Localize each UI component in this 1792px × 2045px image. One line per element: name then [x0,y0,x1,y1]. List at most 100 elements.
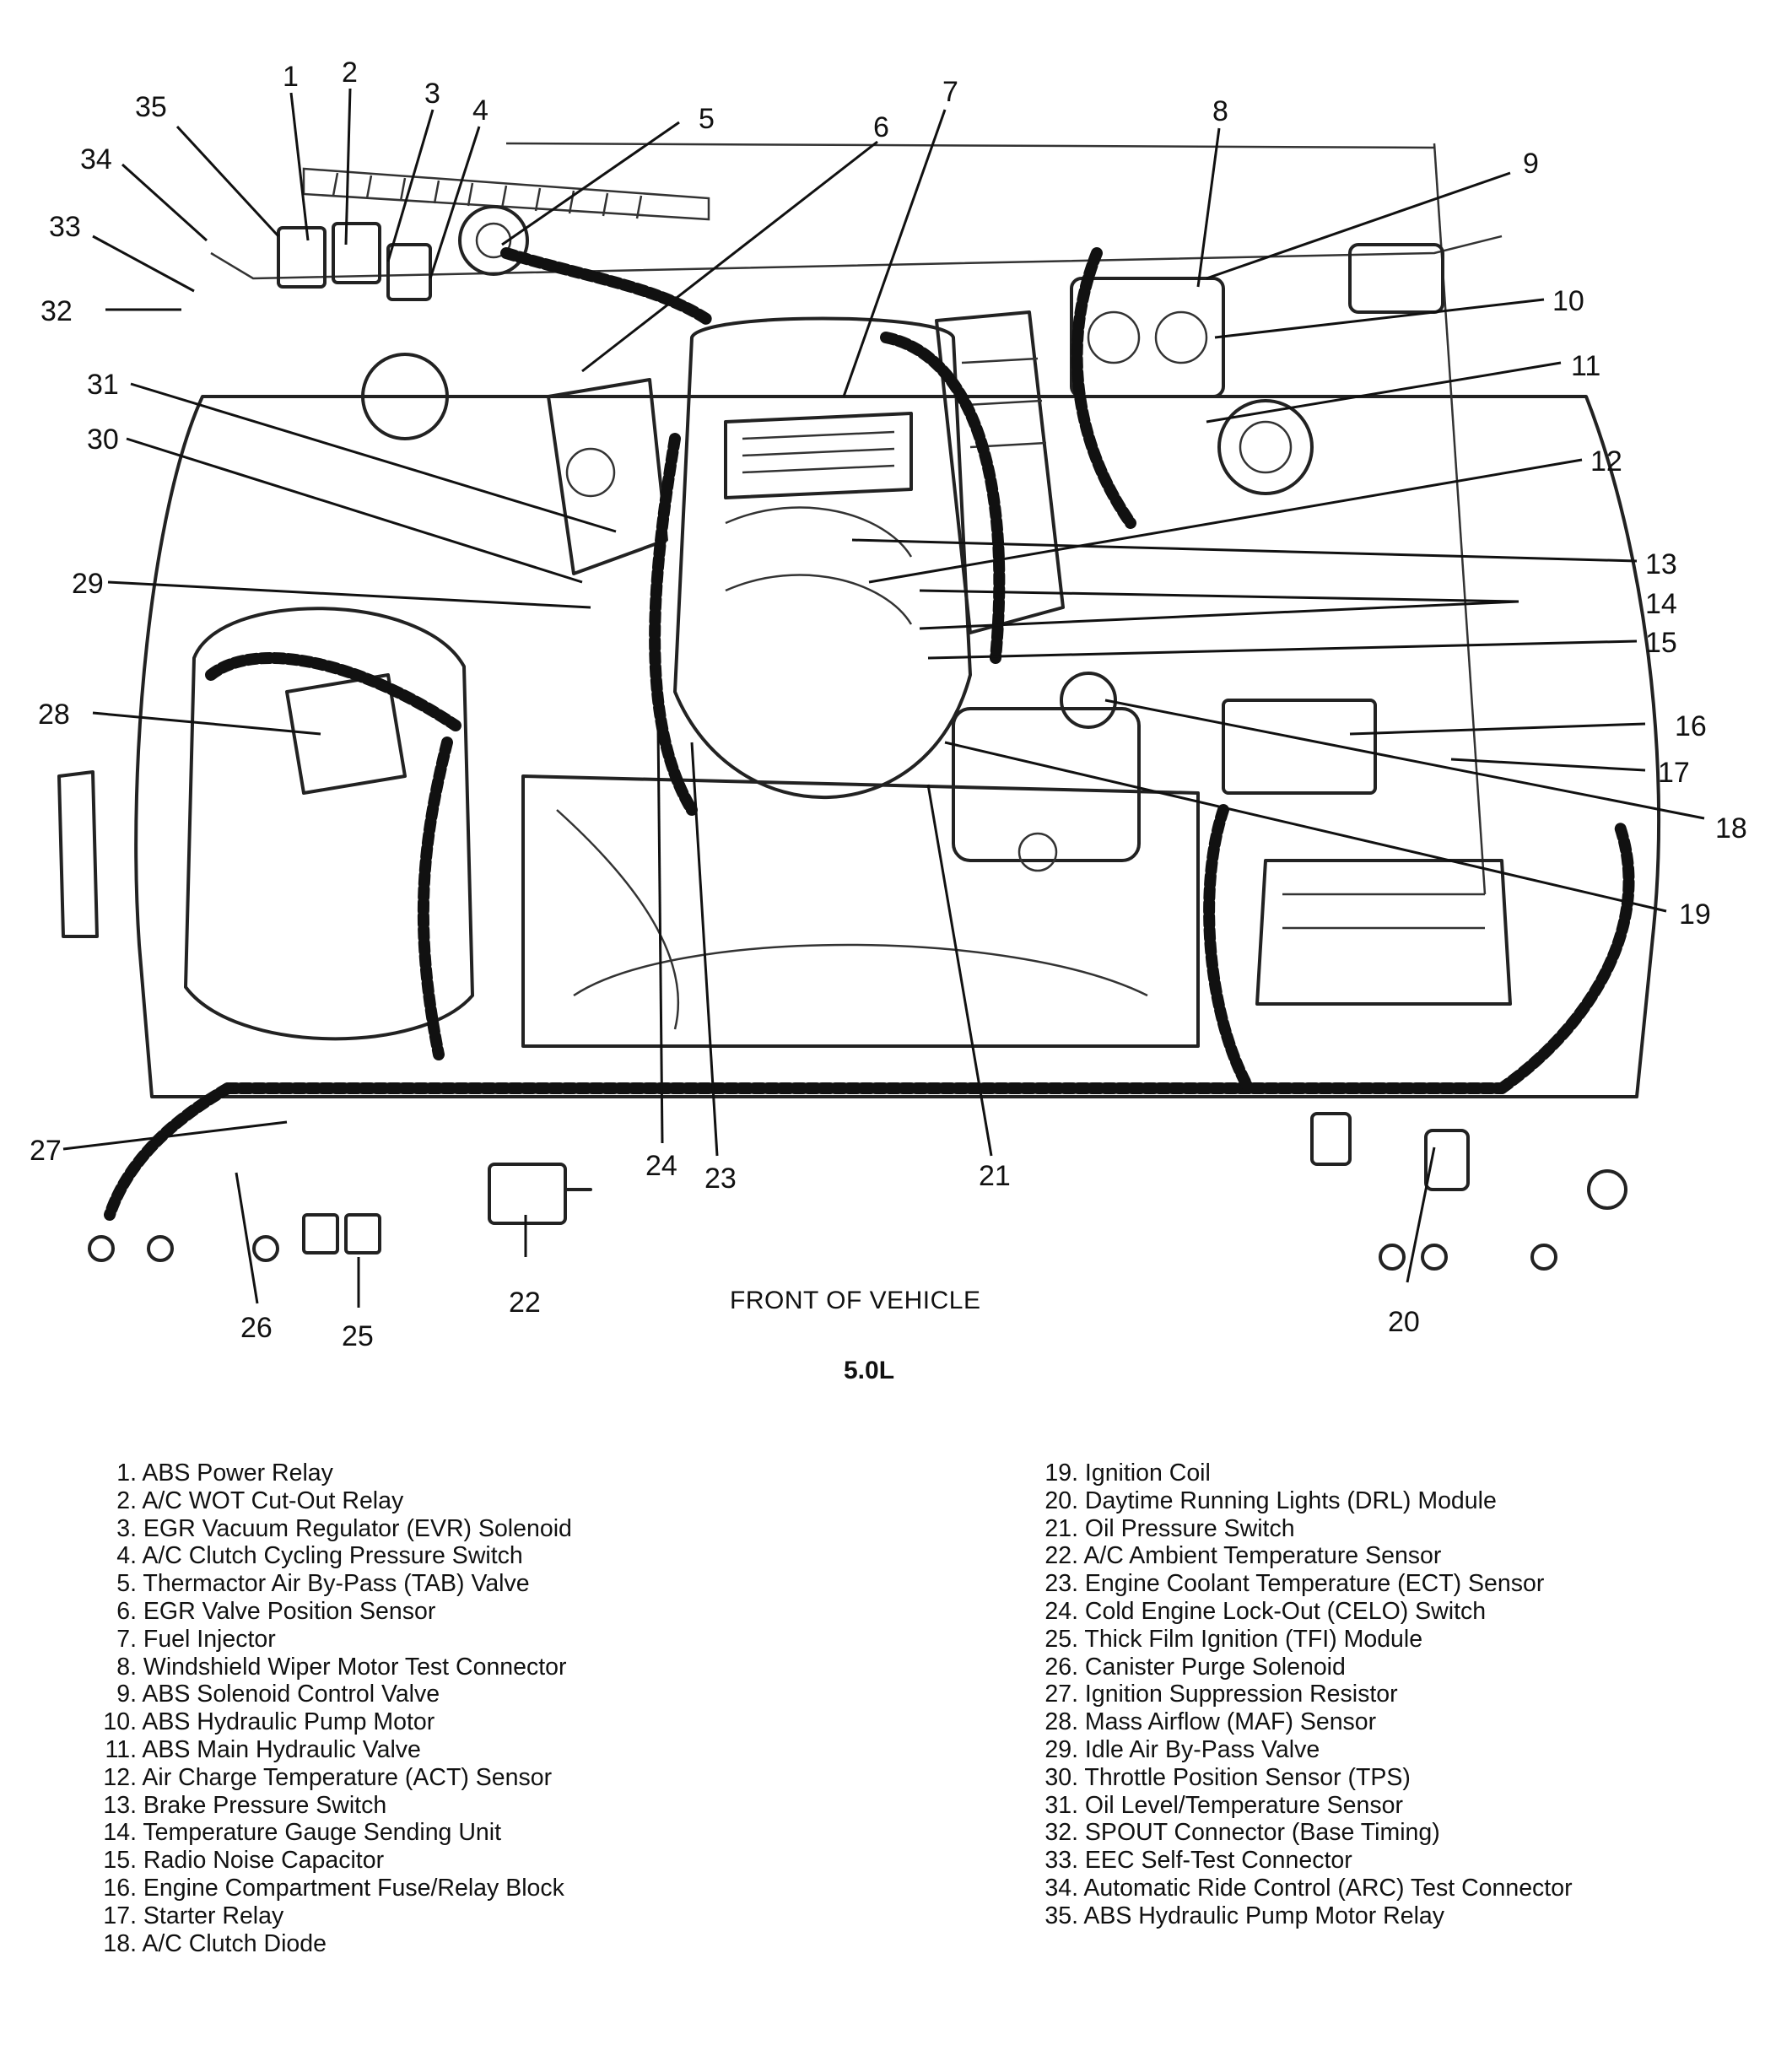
legend-item: 2. A/C WOT Cut-Out Relay [101,1487,572,1515]
callout-34: 34 [80,143,112,175]
legend-item: 16. Engine Compartment Fuse/Relay Block [101,1875,572,1902]
legend-item: 8. Windshield Wiper Motor Test Connector [101,1654,572,1681]
engine-compartment-diagram: 1 2 3 4 5 6 7 8 9 10 11 12 13 14 15 16 1… [30,57,1747,1352]
callout-7: 7 [942,76,958,108]
legend-item: 35. ABS Hydraulic Pump Motor Relay [1043,1902,1573,1930]
legend-item-label: Windshield Wiper Motor Test Connector [143,1653,567,1681]
legend-item-number: 21. [1044,1514,1078,1542]
legend-right-column: 19. Ignition Coil 20. Daytime Running Li… [1043,1460,1573,1930]
legend-item: 26. Canister Purge Solenoid [1043,1654,1573,1681]
legend-item-label: SPOUT Connector (Base Timing) [1084,1819,1440,1847]
legend-item: 20. Daytime Running Lights (DRL) Module [1043,1487,1573,1515]
legend-item: 3. EGR Vacuum Regulator (EVR) Solenoid [101,1515,572,1543]
intake-manifold [673,316,972,800]
legend-item-number: 11. [105,1735,137,1763]
legend-item-label: Temperature Gauge Sending Unit [143,1819,501,1847]
legend-item: 13. Brake Pressure Switch [101,1792,572,1820]
relay-cluster [277,205,529,301]
callout-6: 6 [873,111,889,143]
callout-4: 4 [472,94,488,127]
legend-item-label: Oil Pressure Switch [1084,1514,1295,1542]
legend-item-number: 5. [116,1570,137,1598]
callout-5: 5 [699,103,715,135]
callout-23: 23 [704,1163,737,1195]
callout-19: 19 [1679,898,1711,931]
legend-item-label: Cold Engine Lock-Out (CELO) Switch [1084,1597,1487,1625]
legend-item: 6. EGR Valve Position Sensor [101,1598,572,1626]
legend-item: 31. Oil Level/Temperature Sensor [1043,1792,1573,1820]
legend-item-number: 33. [1044,1847,1078,1875]
legend-item-number: 19. [1044,1460,1078,1487]
legend-item-number: 14. [103,1819,137,1847]
callout-3: 3 [424,78,440,110]
legend-item-label: EGR Valve Position Sensor [143,1597,436,1625]
legend-item-label: Thermactor Air By-Pass (TAB) Valve [143,1570,530,1598]
legend-item-label: Brake Pressure Switch [143,1791,387,1819]
legend-item: 29. Idle Air By-Pass Valve [1043,1736,1573,1764]
legend-item-number: 2. [116,1487,137,1514]
legend-item-number: 7. [116,1625,137,1653]
callout-10: 10 [1552,285,1584,317]
legend-item: 32. SPOUT Connector (Base Timing) [1043,1819,1573,1847]
callout-24: 24 [645,1150,677,1182]
callout-33: 33 [49,211,81,243]
legend-item-label: Mass Airflow (MAF) Sensor [1084,1708,1377,1736]
callout-29: 29 [72,568,104,600]
legend-item-label: Radio Noise Capacitor [143,1847,385,1875]
legend-item-label: Starter Relay [143,1902,284,1929]
legend-item-number: 31. [1044,1791,1078,1819]
legend-item-number: 24. [1044,1597,1078,1625]
legend-item: 10. ABS Hydraulic Pump Motor [101,1708,572,1736]
legend-item-number: 12. [103,1763,137,1791]
legend-item-label: ABS Solenoid Control Valve [142,1681,440,1708]
legend-item: 17. Starter Relay [101,1902,572,1930]
legend-left-column: 1. ABS Power Relay 2. A/C WOT Cut-Out Re… [101,1460,572,1957]
air-cleaner [184,607,474,1041]
callout-22: 22 [509,1287,541,1319]
legend-item-number: 18. [103,1929,137,1957]
legend-item-label: A/C WOT Cut-Out Relay [142,1487,404,1514]
legend-item: 22. A/C Ambient Temperature Sensor [1043,1542,1573,1570]
callout-14: 14 [1645,588,1677,620]
legend-item-number: 25. [1044,1625,1078,1653]
legend-item-label: A/C Clutch Diode [142,1929,327,1957]
legend-item: 9. ABS Solenoid Control Valve [101,1681,572,1708]
legend-item: 25. Thick Film Ignition (TFI) Module [1043,1626,1573,1654]
legend-item-number: 9. [116,1681,137,1708]
legend-item-number: 26. [1044,1653,1078,1681]
callout-16: 16 [1675,710,1707,742]
callout-20: 20 [1388,1306,1420,1338]
engine-size-label: 5.0L [844,1357,895,1384]
callout-28: 28 [38,699,70,731]
wiring-harness [104,247,1635,1221]
legend-item-label: Automatic Ride Control (ARC) Test Connec… [1083,1874,1573,1902]
legend-item: 15. Radio Noise Capacitor [101,1847,572,1875]
legend-item: 24. Cold Engine Lock-Out (CELO) Switch [1043,1598,1573,1626]
legend-item-label: Idle Air By-Pass Valve [1084,1735,1320,1763]
bottom-connectors [88,1112,1627,1271]
callout-leaders [62,88,1705,1308]
legend-item-label: Oil Level/Temperature Sensor [1084,1791,1403,1819]
abs-unit [1070,243,1444,398]
legend-item: 11. ABS Main Hydraulic Valve [101,1736,572,1764]
legend-item: 33. EEC Self-Test Connector [1043,1847,1573,1875]
legend-item-label: A/C Clutch Cycling Pressure Switch [142,1542,523,1570]
legend-item-label: ABS Hydraulic Pump Motor [142,1708,435,1736]
callout-numbers: 1 2 3 4 5 6 7 8 9 10 11 12 13 14 15 16 1… [30,57,1747,1352]
legend-item-number: 20. [1044,1487,1078,1514]
legend-item-number: 22. [1044,1542,1078,1570]
legend-item: 30. Throttle Position Sensor (TPS) [1043,1764,1573,1792]
legend-item-number: 17. [103,1902,137,1929]
callout-2: 2 [342,57,358,89]
legend-item-label: Ignition Coil [1084,1460,1211,1487]
legend-item-label: ABS Power Relay [142,1460,333,1487]
callout-15: 15 [1645,627,1677,659]
callout-25: 25 [342,1320,374,1352]
legend-item-number: 23. [1044,1570,1078,1598]
legend-item-label: Engine Compartment Fuse/Relay Block [143,1874,564,1902]
legend-item: 12. Air Charge Temperature (ACT) Sensor [101,1764,572,1792]
legend-item-number: 32. [1044,1819,1078,1847]
legend-item-number: 27. [1044,1681,1078,1708]
engine-bay-drawing [57,142,1661,1271]
legend-item-label: Thick Film Ignition (TFI) Module [1084,1625,1423,1653]
